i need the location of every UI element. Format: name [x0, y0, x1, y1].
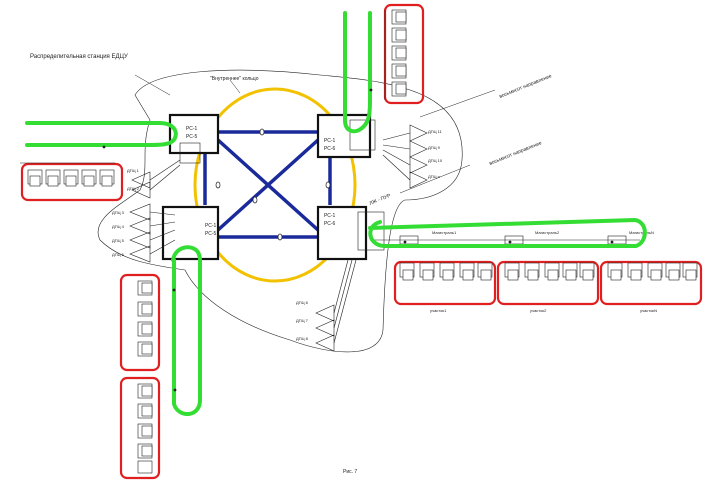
- station-boundary: [97, 69, 463, 353]
- tail-label: ЛЖ - ПУР: [369, 193, 393, 207]
- direction-label-1: восьмисот направление: [499, 73, 553, 100]
- dpu-right-group: [382, 124, 428, 189]
- dpu-label: ДПЦ 10: [428, 158, 443, 163]
- trunk-line: [370, 235, 640, 245]
- direction-label-2: восьмисот направление: [489, 140, 543, 167]
- node-bottom-left[interactable]: РС-1 РС-5: [161, 205, 220, 261]
- link-markers: [215, 128, 331, 241]
- dpu-label: ДПЦ 3: [112, 210, 125, 215]
- connection-dots: [102, 88, 614, 392]
- area-label: участок2: [530, 308, 547, 313]
- dpu-label: ДПЦ 5: [112, 238, 125, 243]
- dpu-label: ДПЦ 1: [127, 168, 140, 173]
- trunk-label-1: Магистраль1: [432, 230, 457, 235]
- device-group-left[interactable]: [20, 162, 124, 202]
- node-label: РС-1: [324, 138, 336, 144]
- node-bottom-right[interactable]: РС-1 РС-6: [316, 205, 368, 261]
- dpu-label: ДПЦ 2: [127, 186, 140, 191]
- device-group-top[interactable]: [383, 3, 425, 105]
- node-label: РС-5: [205, 231, 217, 237]
- figure-caption: Рис. 7: [343, 469, 357, 475]
- station-label: Распределительная станция ЕДЦУ: [30, 54, 128, 60]
- route-left: [25, 121, 178, 147]
- trunk-label-2: Магистраль2: [535, 230, 560, 235]
- pointer-line: [134, 74, 171, 96]
- device-group-left-upper[interactable]: [119, 273, 161, 372]
- node-label: РС-5: [186, 134, 198, 140]
- dpu-bottom-group: [315, 259, 357, 352]
- node-label: РС-1: [324, 213, 336, 219]
- device-group-left-lower[interactable]: [119, 376, 161, 480]
- dpu-label: ДПЦ 6: [296, 300, 309, 305]
- route-right: [368, 218, 647, 248]
- area-label: участок1: [430, 308, 447, 313]
- green-routes: [25, 11, 647, 416]
- node-label: РС-1: [205, 223, 217, 229]
- dpu-label: ДПЦ n: [428, 174, 440, 179]
- route-top: [343, 11, 372, 134]
- trunk-label-n: МагистральN: [629, 230, 654, 235]
- dpu-label: ДПЦ 4: [112, 224, 125, 229]
- dpu-label: ДПЦ 8: [296, 336, 309, 341]
- dpu-label: ДПЦ 9: [428, 145, 441, 150]
- node-top-left[interactable]: РС-1 РС-5: [168, 113, 220, 155]
- dpu-left-group: [129, 159, 181, 263]
- inner-ring-label: "Внутреннее" кольцо: [210, 76, 259, 82]
- pointer-line: [419, 89, 496, 118]
- area-group-n[interactable]: участокN: [599, 260, 703, 313]
- mesh-links: [203, 130, 332, 239]
- area-group-1[interactable]: участок1: [393, 260, 497, 313]
- pointer-line: [229, 79, 241, 94]
- node-label: РС-6: [324, 146, 336, 152]
- dpu-label: ДПЦ 6: [112, 252, 125, 257]
- area-label: участокN: [640, 308, 657, 313]
- inner-ring: [193, 87, 357, 283]
- sub-boxes: [179, 119, 385, 251]
- route-bottom-left: [171, 245, 203, 416]
- node-label: РС-1: [186, 126, 198, 132]
- area-group-2[interactable]: участок2: [496, 260, 600, 313]
- pointer-line: [399, 164, 471, 194]
- dpu-label: ДПЦ 7: [296, 318, 309, 323]
- dpu-label: ДПЦ 11: [428, 129, 443, 134]
- node-label: РС-6: [324, 221, 336, 227]
